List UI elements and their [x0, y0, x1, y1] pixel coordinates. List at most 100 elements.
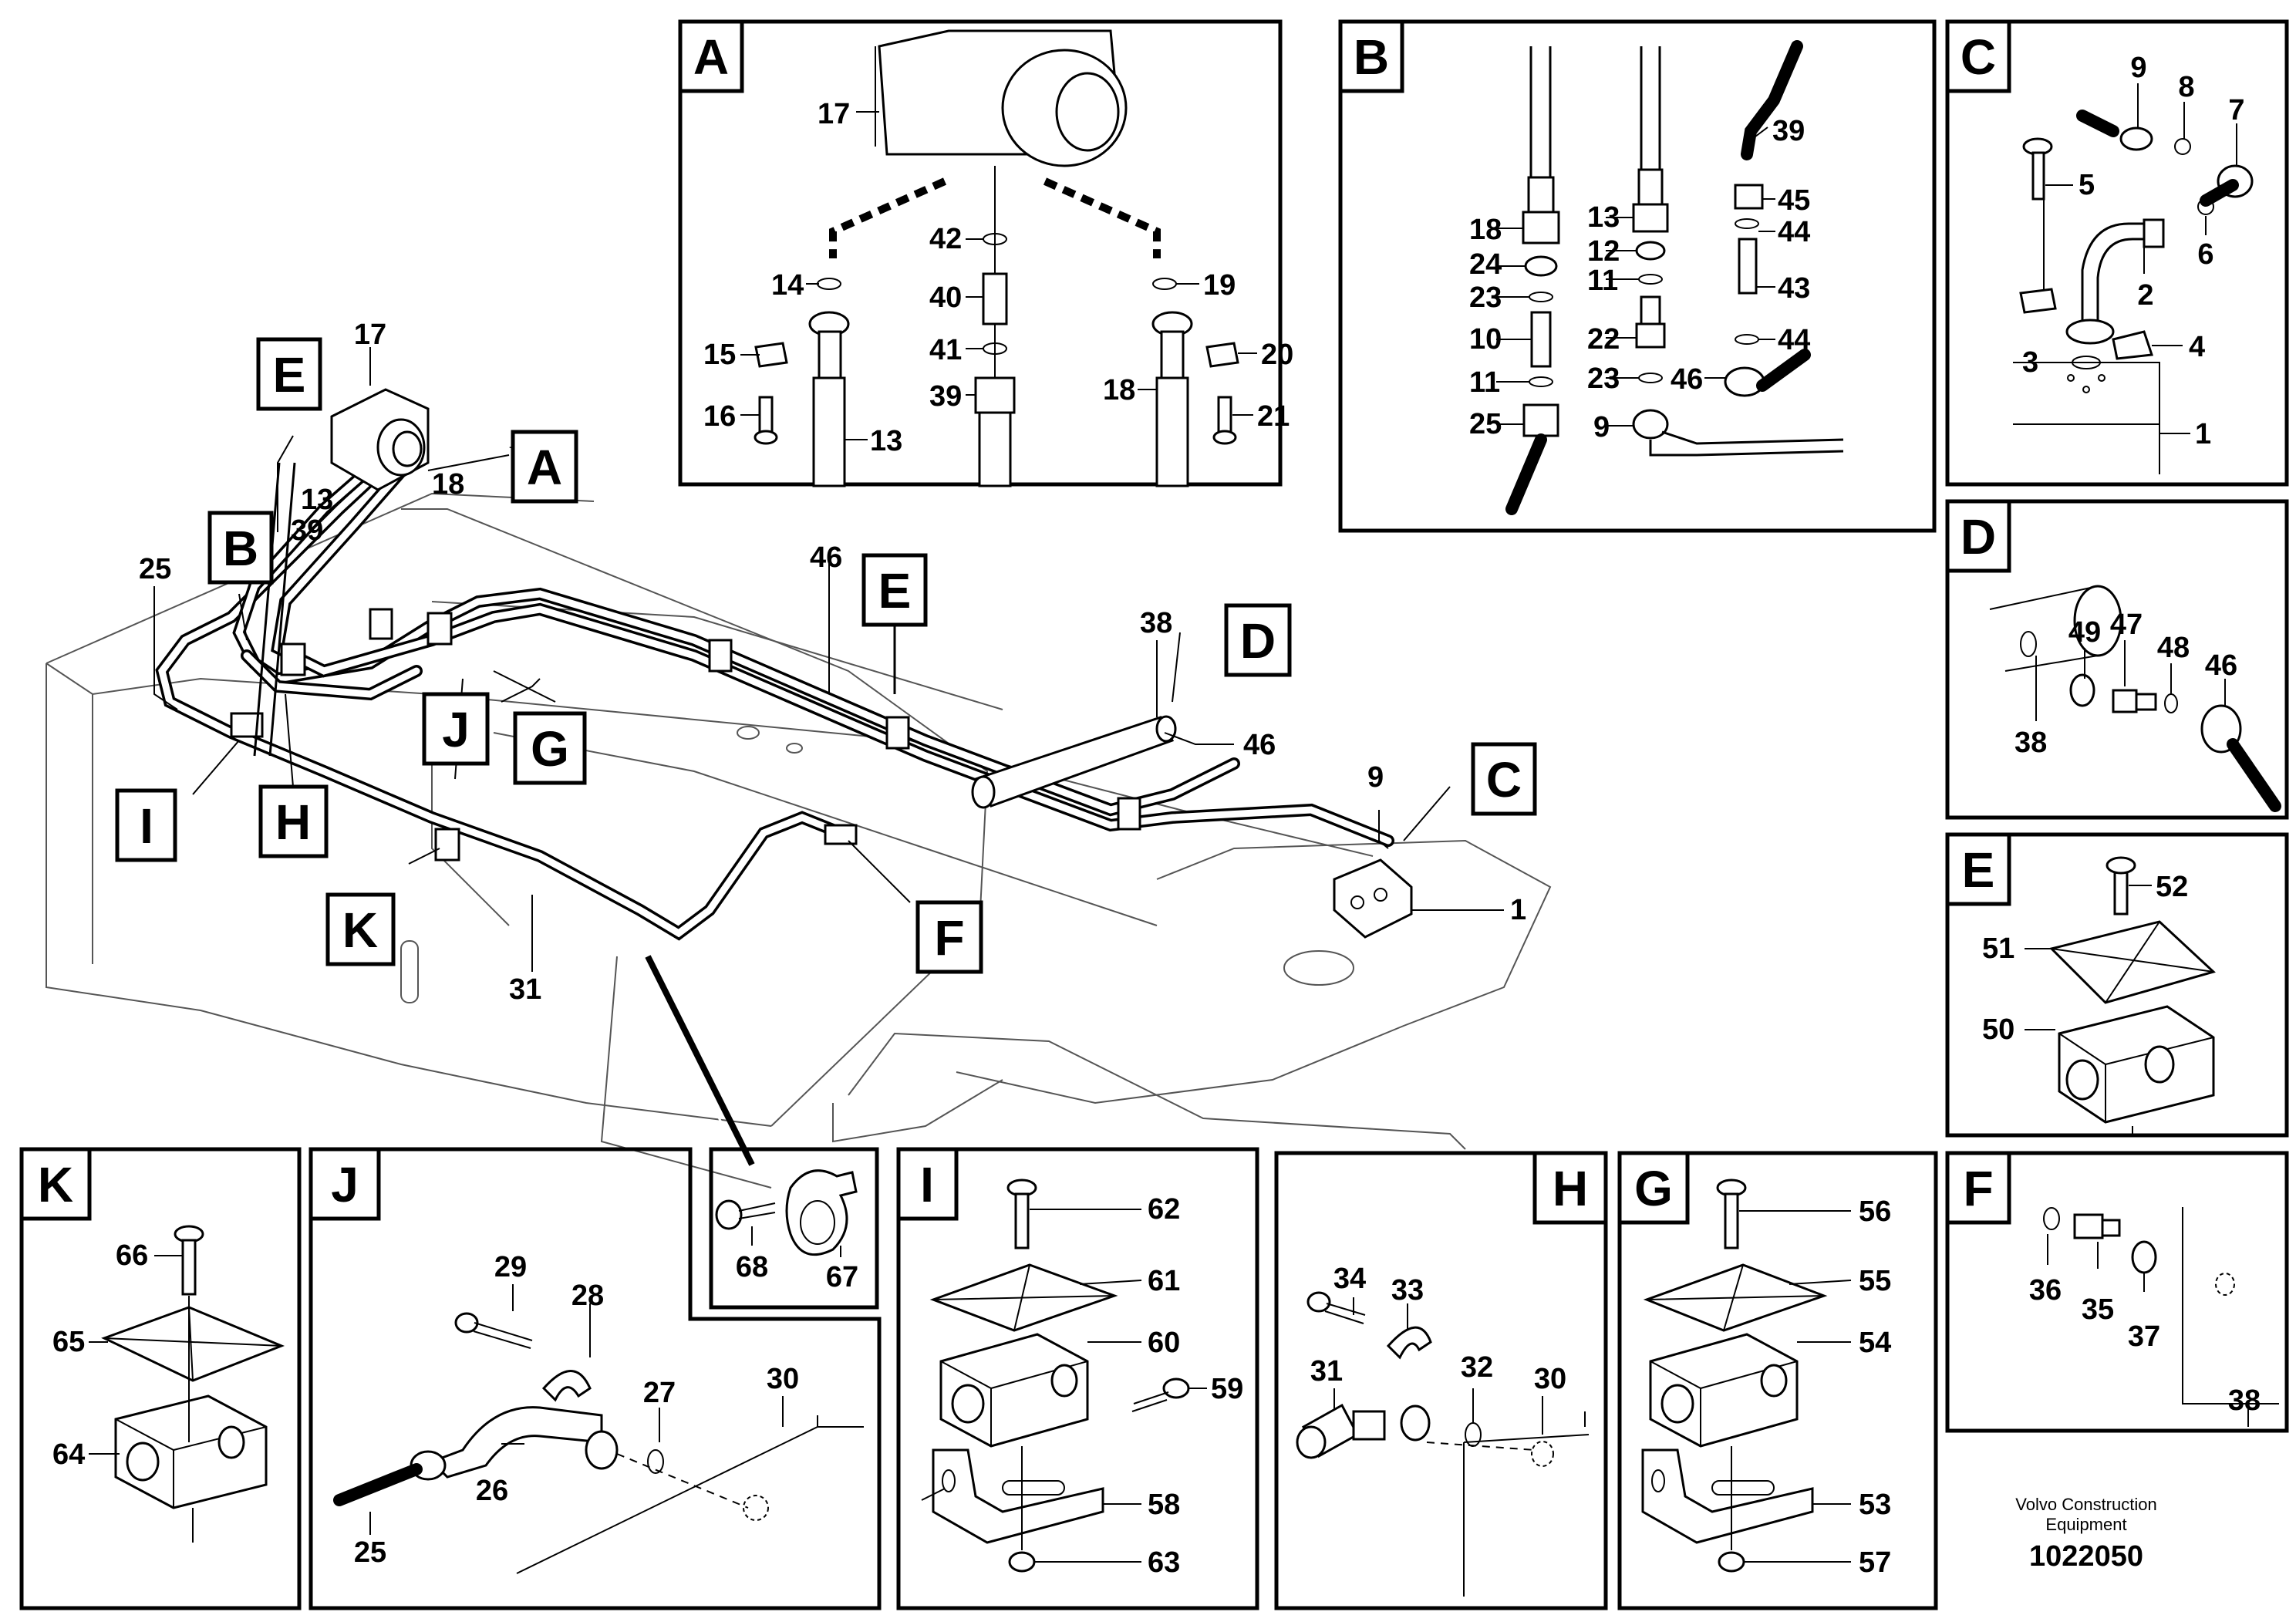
part-label: 68: [736, 1251, 768, 1283]
part-label: 59: [1211, 1373, 1243, 1405]
part-label: 14: [771, 269, 804, 302]
part-label: 31: [1310, 1355, 1343, 1388]
part-label: 18: [1103, 374, 1135, 406]
detail-view-d: D 49 47 48 46 38: [1945, 499, 2289, 820]
overview-callout: E: [878, 563, 912, 619]
detail-letter: D: [1961, 509, 1996, 565]
part-label: 38: [2014, 727, 2047, 759]
part-label: 11: [1469, 366, 1500, 399]
part-label: 24: [1469, 248, 1502, 281]
part-label: 17: [818, 98, 850, 130]
part-label: 22: [1587, 323, 1620, 356]
part-label: 52: [2156, 871, 2188, 903]
detail-view-a: A: [678, 19, 1293, 487]
detail-view-h: H 34 33 31 32 30: [1274, 1151, 1608, 1610]
detail-letter: E: [1962, 842, 1995, 898]
part-label: 66: [116, 1239, 148, 1272]
overview-callout: J: [442, 702, 470, 757]
detail-view-b: B: [1338, 19, 1937, 533]
overview-label: 39: [291, 514, 323, 547]
part-label: 51: [1982, 932, 2014, 965]
part-label: 8: [2178, 71, 2194, 103]
part-label: 11: [1587, 265, 1618, 297]
company-name-line2: Equipment: [2045, 1515, 2126, 1534]
part-label: 25: [1469, 408, 1502, 440]
part-label: 47: [2110, 609, 2143, 641]
part-label: 40: [929, 282, 962, 314]
part-label: 54: [1859, 1327, 1891, 1359]
detail-letter: I: [920, 1157, 934, 1212]
detail-letter: A: [693, 29, 729, 85]
overview-label: 17: [354, 319, 386, 351]
part-label: 23: [1587, 363, 1620, 395]
part-label: 44: [1778, 324, 1810, 356]
part-label: 13: [1587, 201, 1620, 234]
overview-label: 46: [810, 541, 842, 574]
part-label: 42: [929, 223, 962, 255]
detail-view-f: F 36 35 37 38: [1945, 1151, 2289, 1433]
part-label: 41: [929, 334, 962, 366]
part-label: 46: [2205, 649, 2237, 682]
part-label: 58: [1148, 1489, 1180, 1521]
part-label: 55: [1859, 1265, 1891, 1297]
part-label: 49: [2068, 616, 2101, 649]
part-label: 35: [2082, 1293, 2114, 1326]
detail-view-k: K 66 65 64: [19, 1147, 302, 1610]
overview-label: 18: [432, 468, 464, 501]
part-label: 34: [1333, 1263, 1366, 1295]
overview-callout: D: [1240, 613, 1276, 669]
detail-letter: F: [1963, 1161, 1993, 1216]
overview-callout: G: [531, 721, 569, 777]
company-name-line1: Volvo Construction: [2015, 1495, 2156, 1514]
part-label: 30: [1534, 1363, 1566, 1395]
part-label: 29: [494, 1251, 527, 1283]
detail-letter: J: [331, 1157, 359, 1212]
part-label: 12: [1587, 235, 1620, 268]
part-label: 60: [1148, 1327, 1180, 1359]
part-label: 5: [2079, 169, 2095, 201]
footer: Volvo Construction Equipment 1022050: [2015, 1495, 2156, 1573]
detail-view-g: G 56 55 54 53 57: [1617, 1151, 1938, 1610]
overview-callout: I: [140, 798, 153, 854]
overview-label: 31: [509, 973, 541, 1006]
part-label: 28: [571, 1280, 604, 1312]
part-label: 57: [1859, 1546, 1891, 1579]
part-label: 56: [1859, 1195, 1891, 1228]
detail-letter: B: [1354, 29, 1389, 85]
part-label: 38: [2228, 1384, 2261, 1417]
detail-view-i: I 62 61 60 59 58 63: [896, 1147, 1259, 1610]
part-label: 65: [52, 1326, 85, 1358]
part-label: 61: [1148, 1265, 1180, 1297]
part-label: 6: [2197, 238, 2213, 271]
part-label: 43: [1778, 272, 1810, 305]
overview-label: 13: [301, 484, 333, 516]
drawing-number: 1022050: [2029, 1540, 2143, 1573]
overview-callout: B: [223, 521, 258, 576]
overview-callout: A: [527, 440, 562, 495]
part-label: 30: [767, 1363, 799, 1395]
part-label: 39: [1772, 115, 1805, 147]
part-label: 23: [1469, 282, 1502, 314]
part-label: 48: [2157, 632, 2190, 664]
part-label: 3: [2022, 346, 2038, 379]
part-label: 45: [1778, 184, 1810, 217]
detail-letter: H: [1553, 1161, 1588, 1216]
part-label: 16: [703, 400, 736, 433]
part-label: 21: [1257, 400, 1290, 433]
detail-letter: G: [1634, 1161, 1673, 1216]
detail-view-clamp: 68 67: [709, 1147, 879, 1310]
part-label: 13: [870, 425, 902, 457]
part-label: 33: [1391, 1274, 1424, 1307]
part-label: 26: [476, 1475, 508, 1507]
overview-callout: E: [273, 347, 306, 403]
part-label: 63: [1148, 1546, 1180, 1579]
part-label: 18: [1469, 214, 1502, 246]
part-label: 64: [52, 1438, 85, 1471]
part-label: 44: [1778, 216, 1810, 248]
part-label: 37: [2128, 1320, 2160, 1353]
part-label: 25: [354, 1536, 386, 1569]
part-label: 9: [2130, 52, 2146, 84]
detail-view-e: E 52 51 50: [1945, 832, 2289, 1138]
part-label: 36: [2029, 1274, 2062, 1307]
